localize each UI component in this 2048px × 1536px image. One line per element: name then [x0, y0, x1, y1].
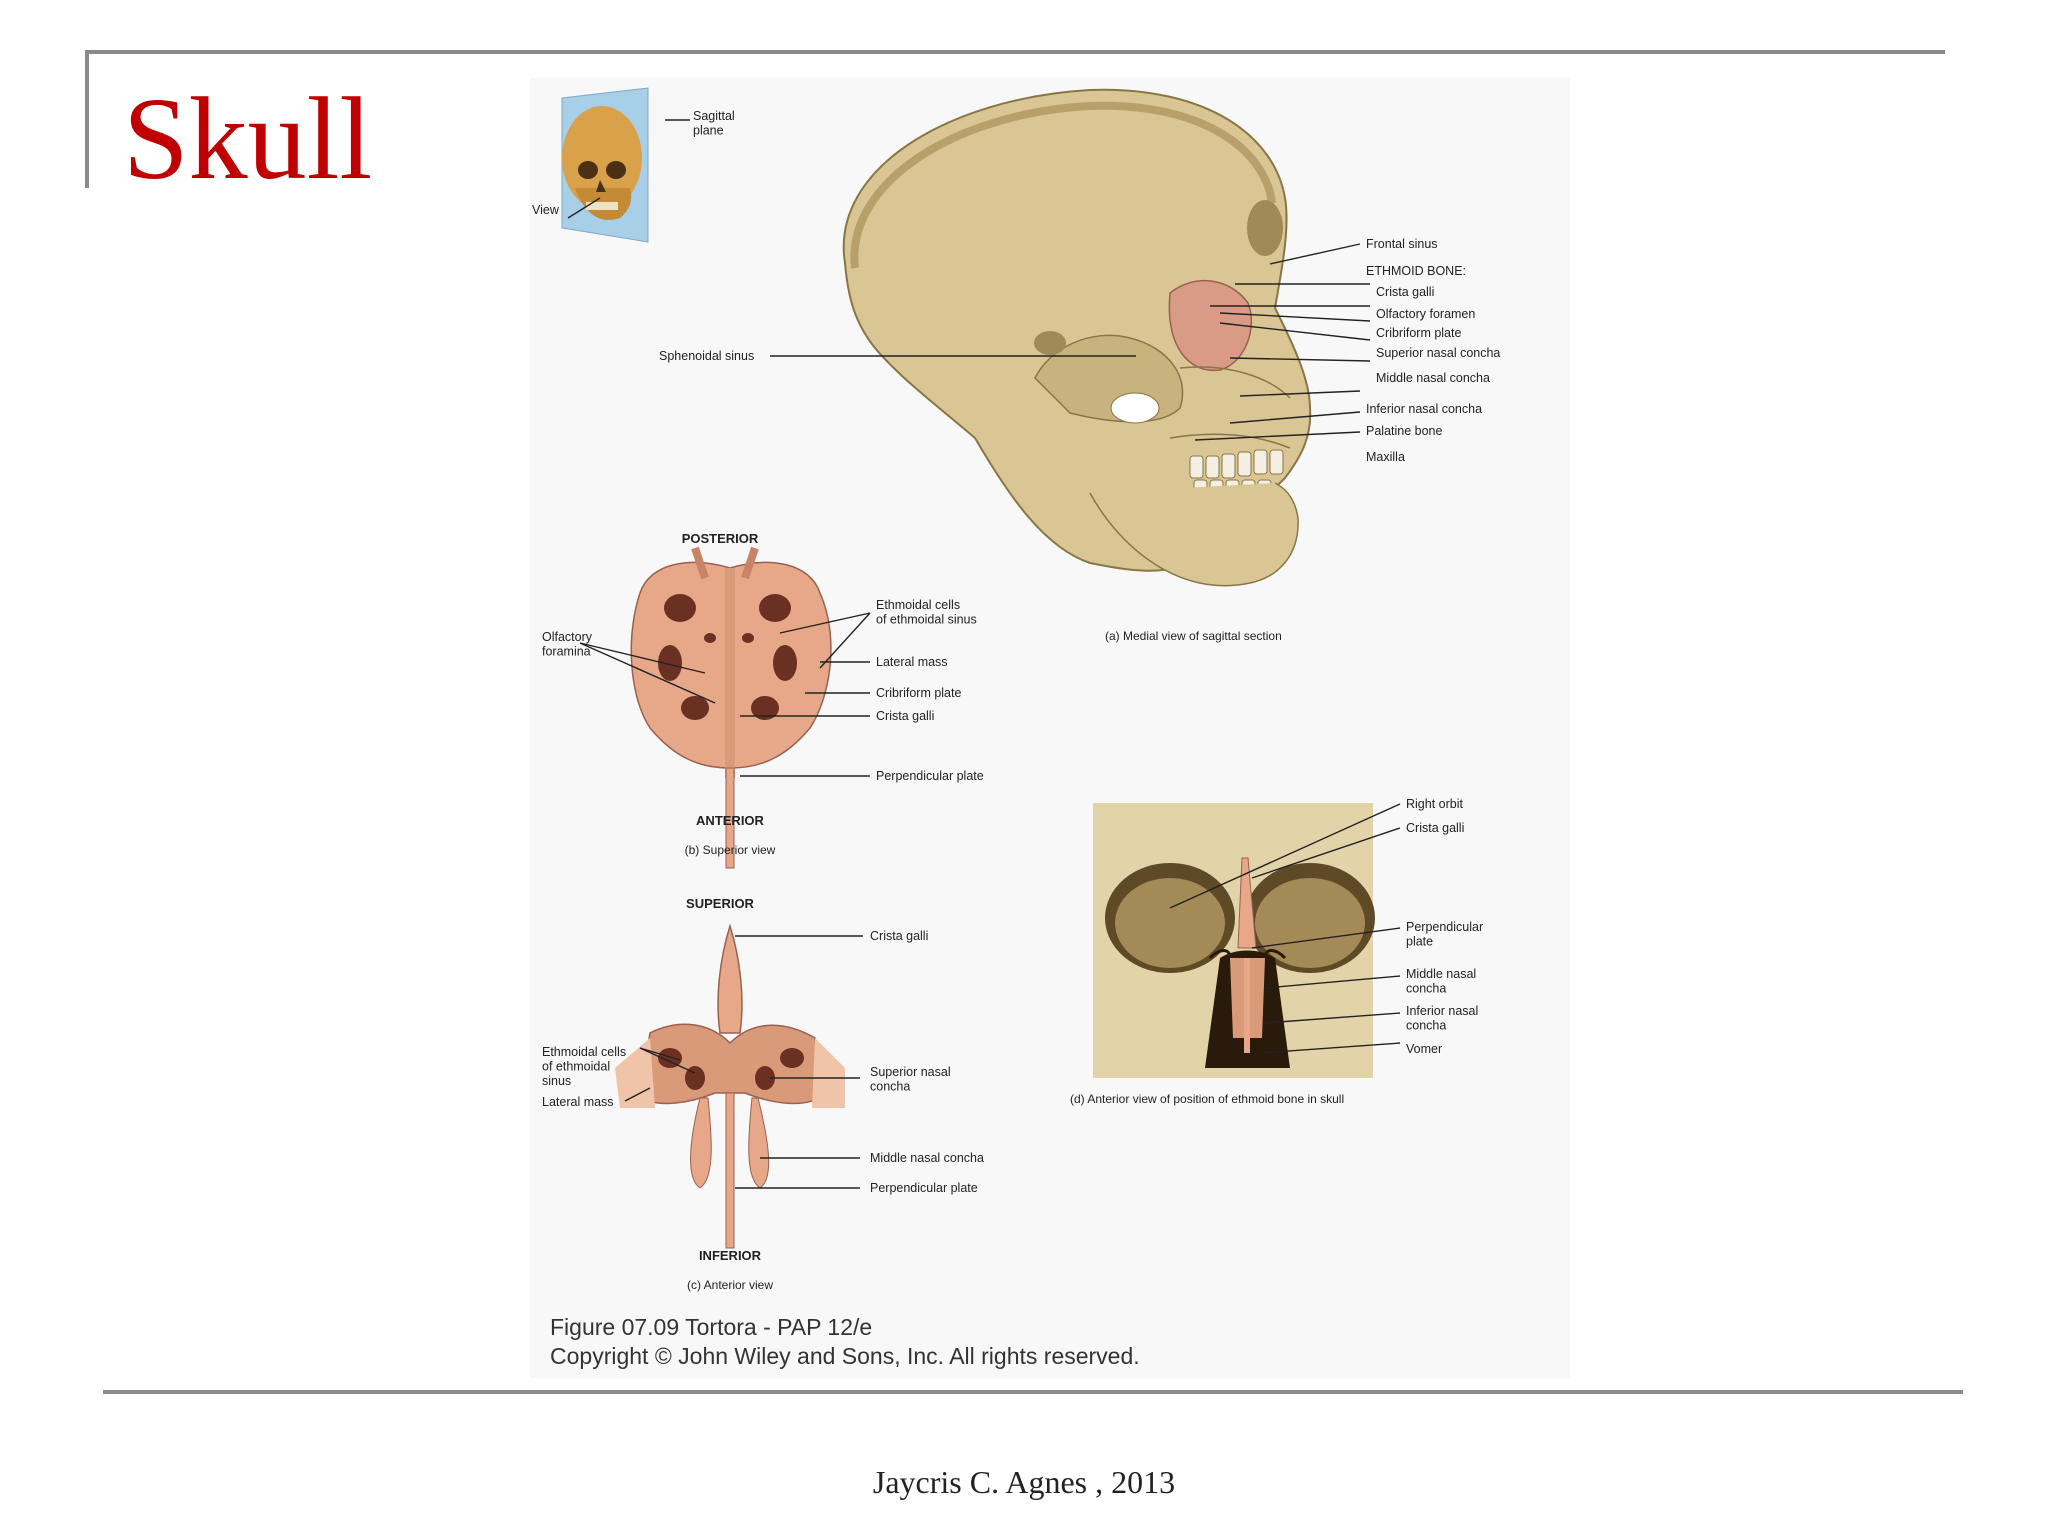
- label-superior-nasal-concha-a: Superior nasal concha: [1376, 346, 1500, 360]
- label-ethmoid-bone: ETHMOID BONE:: [1366, 264, 1466, 278]
- label-perpendicular-plate-c: Perpendicular plate: [870, 1181, 978, 1195]
- panel-d-anterior-skull: [1093, 803, 1375, 1078]
- inset-sagittal-plane: [561, 87, 690, 243]
- panel-a-caption: (a) Medial view of sagittal section: [1105, 629, 1282, 643]
- label-perpendicular-plate-b: Perpendicular plate: [876, 769, 984, 783]
- label-maxilla: Maxilla: [1366, 450, 1405, 464]
- label-sphenoidal-sinus: Sphenoidal sinus: [659, 349, 754, 363]
- left-rule: [85, 50, 89, 188]
- slide-title: Skull: [123, 73, 373, 204]
- bottom-rule: [103, 1390, 1963, 1394]
- panel-a-sagittal-skull: [842, 88, 1312, 587]
- panel-d-caption: (d) Anterior view of position of ethmoid…: [1070, 1092, 1344, 1106]
- panel-c-ethmoid-anterior: [615, 923, 845, 1249]
- label-lateral-mass-c: Lateral mass: [542, 1095, 614, 1109]
- label-crista-galli-c: Crista galli: [870, 929, 928, 943]
- inset-view-label: View: [532, 203, 560, 217]
- label-middle-nasal-concha-a: Middle nasal concha: [1376, 371, 1490, 385]
- top-rule: [85, 50, 1945, 54]
- panel-a-leader-lines: [770, 243, 1371, 441]
- panel-c-bottom-direction: INFERIOR: [699, 1248, 762, 1263]
- panel-b-bottom-direction: ANTERIOR: [696, 813, 765, 828]
- figure-credit-line-2: Copyright © John Wiley and Sons, Inc. Al…: [550, 1343, 1140, 1369]
- panel-c-caption: (c) Anterior view: [687, 1278, 773, 1292]
- label-crista-galli-d: Crista galli: [1406, 821, 1464, 835]
- panel-d-leader-lines: [1169, 803, 1401, 1054]
- label-vomer: Vomer: [1406, 1042, 1442, 1056]
- panel-b-top-direction: POSTERIOR: [682, 531, 759, 546]
- label-frontal-sinus: Frontal sinus: [1366, 237, 1438, 251]
- label-lateral-mass-b: Lateral mass: [876, 655, 948, 669]
- figure-credit-line-1: Figure 07.09 Tortora - PAP 12/e: [550, 1314, 872, 1340]
- panel-c-top-direction: SUPERIOR: [686, 896, 755, 911]
- label-cribriform-plate-b: Cribriform plate: [876, 686, 961, 700]
- label-palatine-bone: Palatine bone: [1366, 424, 1443, 438]
- label-olfactory-foramen: Olfactory foramen: [1376, 307, 1475, 321]
- label-right-orbit: Right orbit: [1406, 797, 1463, 811]
- label-cribriform-plate-a: Cribriform plate: [1376, 326, 1461, 340]
- panel-b-caption: (b) Superior view: [685, 843, 776, 857]
- label-middle-nasal-concha-c: Middle nasal concha: [870, 1151, 984, 1165]
- label-crista-galli-a: Crista galli: [1376, 285, 1434, 299]
- label-crista-galli-b: Crista galli: [876, 709, 934, 723]
- slide-footer: Jaycris C. Agnes , 2013: [872, 1464, 1176, 1500]
- panel-b-leader-lines: [579, 612, 871, 777]
- label-inferior-nasal-concha-a: Inferior nasal concha: [1366, 402, 1482, 416]
- panel-c-leader-lines: [624, 935, 863, 1189]
